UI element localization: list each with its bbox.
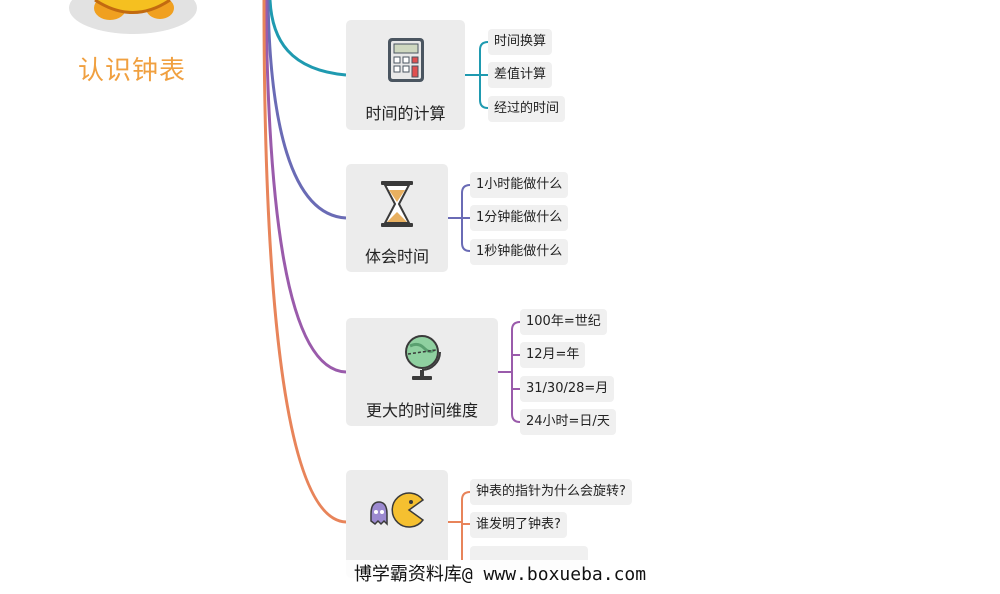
leaf-one-minute[interactable]: 1分钟能做什么 bbox=[470, 205, 569, 231]
leaf-one-second[interactable]: 1秒钟能做什么 bbox=[470, 239, 569, 265]
pacman-icon bbox=[370, 492, 425, 528]
branch-connector-1 bbox=[465, 41, 489, 109]
topic-feel-time[interactable]: 体会时间 bbox=[346, 164, 448, 272]
mascot-icon bbox=[69, 0, 197, 34]
leaf-month[interactable]: 31/30/28=月 bbox=[520, 376, 615, 402]
leaf-one-hour[interactable]: 1小时能做什么 bbox=[470, 172, 569, 198]
trunk-lines bbox=[262, 0, 347, 524]
branch-connector-3 bbox=[498, 321, 521, 423]
topic-larger-time-dimensions[interactable]: 更大的时间维度 bbox=[346, 318, 498, 426]
calculator-icon bbox=[387, 38, 424, 82]
branch-connector-2 bbox=[448, 184, 471, 252]
leaf-year[interactable]: 12月=年 bbox=[520, 342, 586, 368]
topic-label: 更大的时间维度 bbox=[365, 401, 478, 420]
leaf-difference-calculation[interactable]: 差值计算 bbox=[488, 62, 553, 88]
globe-icon bbox=[405, 335, 441, 380]
branch-connector-4 bbox=[448, 491, 471, 560]
leaf-who-invented-clock[interactable]: 谁发明了钟表? bbox=[470, 512, 567, 538]
topic-label: 时间的计算 bbox=[365, 104, 446, 123]
leaf-elapsed-time[interactable]: 经过的时间 bbox=[488, 96, 566, 122]
leaf-why-hands-rotate[interactable]: 钟表的指针为什么会旋转? bbox=[470, 479, 632, 505]
leaf-time-conversion[interactable]: 时间换算 bbox=[488, 29, 553, 55]
watermark: 博学霸资料库@ www.boxueba.com bbox=[0, 560, 1000, 586]
topic-label: 体会时间 bbox=[364, 247, 429, 266]
leaf-day[interactable]: 24小时=日/天 bbox=[520, 409, 616, 435]
hourglass-icon bbox=[381, 181, 413, 227]
topic-time-calculation[interactable]: 时间的计算 bbox=[346, 20, 465, 130]
root-title: 认识钟表 bbox=[77, 56, 186, 86]
leaf-century[interactable]: 100年=世纪 bbox=[520, 309, 607, 335]
